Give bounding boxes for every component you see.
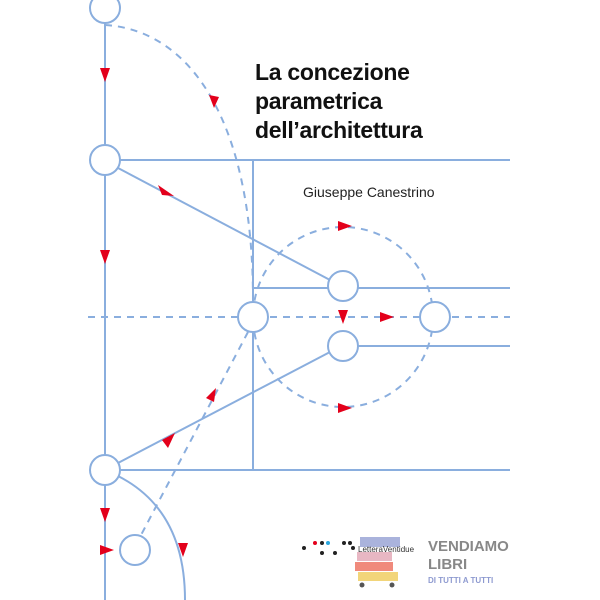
logo-graphic xyxy=(302,537,400,588)
diagonal-line xyxy=(117,351,331,464)
arrow-right-icon xyxy=(380,312,394,322)
logo-tagline: DI TUTTI A TUTTI xyxy=(428,576,494,585)
diagonal-line xyxy=(117,167,331,281)
title-line: dell’architettura xyxy=(255,117,423,143)
arrow-right-icon xyxy=(100,545,114,555)
arrow-icon xyxy=(209,95,219,108)
book-title: La concezione parametrica dell’architett… xyxy=(255,58,423,145)
node-circle xyxy=(419,301,451,333)
dashed-arc xyxy=(104,24,254,301)
node-circle xyxy=(327,270,359,302)
book-author: Giuseppe Canestrino xyxy=(303,184,435,200)
node-circle xyxy=(89,454,121,486)
arrow-down-icon xyxy=(100,68,110,82)
arrows xyxy=(100,68,394,557)
arrow-down-icon xyxy=(338,310,348,324)
node-circle xyxy=(89,0,121,24)
node-circle xyxy=(119,534,151,566)
node-circle xyxy=(327,330,359,362)
node-circle xyxy=(89,144,121,176)
arrow-right-icon xyxy=(338,403,352,413)
title-line: La concezione xyxy=(255,59,410,85)
arrow-icon xyxy=(206,388,216,402)
arrow-down-icon xyxy=(100,508,110,522)
arrow-down-icon xyxy=(178,543,188,557)
arrow-icon xyxy=(162,433,175,448)
logo-line: VENDIAMO xyxy=(428,538,509,555)
logo-line: LIBRI xyxy=(428,556,468,573)
node-circle xyxy=(237,301,269,333)
arrow-right-icon xyxy=(158,185,174,196)
publisher-name: LetteraVentidue xyxy=(358,545,415,554)
bottom-arc xyxy=(117,475,186,600)
title-line: parametrica xyxy=(255,88,383,114)
dashed-diagonal xyxy=(139,331,249,538)
publisher-logo: LetteraVentidue VENDIAMO LIBRI DI TUTTI … xyxy=(300,535,520,590)
arrow-right-icon xyxy=(338,221,352,231)
arrow-down-icon xyxy=(100,250,110,264)
